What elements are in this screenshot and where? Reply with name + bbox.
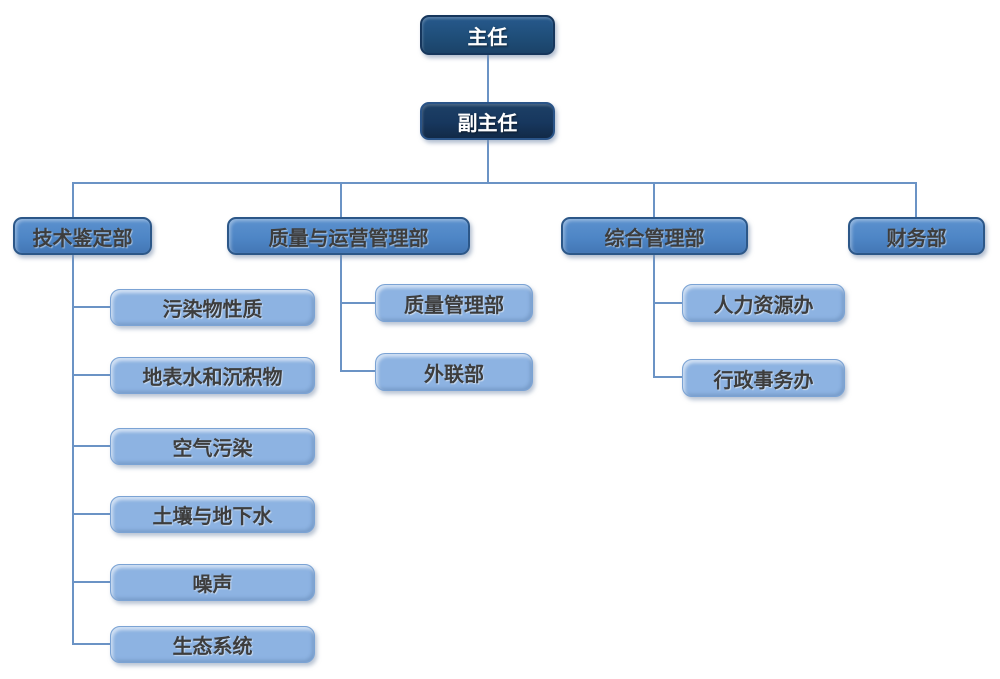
connector-drop-technical-appraisal: [72, 182, 74, 217]
node-deputy-director: 副主任: [420, 102, 555, 140]
connector-stub-noise: [72, 581, 110, 583]
connector-drop-quality-operations: [340, 182, 342, 217]
connector-stub-quality-management: [340, 302, 375, 304]
node-sub-external-relations: 外联部: [375, 353, 533, 391]
connector-deputy-bus: [487, 140, 489, 183]
node-dept-finance: 财务部: [848, 217, 985, 255]
connector-stub-human-resources: [653, 302, 682, 304]
node-sub-pollutant-properties: 污染物性质: [110, 289, 315, 326]
node-sub-ecosystem: 生态系统: [110, 626, 315, 663]
connector-director-deputy: [487, 55, 489, 102]
node-director: 主任: [420, 15, 555, 55]
connector-main-bus: [72, 182, 917, 184]
connector-drop-general-management: [653, 182, 655, 217]
node-sub-surface-water-sediment: 地表水和沉积物: [110, 357, 315, 394]
connector-stub-pollutant-properties: [72, 306, 110, 308]
connector-spine-quality-operations: [340, 255, 342, 372]
connector-drop-finance: [915, 182, 917, 217]
connector-stub-administrative-affairs: [653, 376, 682, 378]
connector-stub-soil-groundwater: [72, 513, 110, 515]
node-dept-quality-operations: 质量与运营管理部: [227, 217, 470, 255]
node-sub-soil-groundwater: 土壤与地下水: [110, 496, 315, 533]
connector-stub-surface-water-sediment: [72, 374, 110, 376]
node-sub-noise: 噪声: [110, 564, 315, 601]
connector-stub-air-pollution: [72, 445, 110, 447]
node-sub-quality-management: 质量管理部: [375, 284, 533, 322]
node-dept-technical-appraisal: 技术鉴定部: [13, 217, 152, 255]
connector-spine-general-management: [653, 255, 655, 378]
connector-stub-external-relations: [340, 370, 375, 372]
connector-stub-ecosystem: [72, 643, 110, 645]
node-sub-air-pollution: 空气污染: [110, 428, 315, 465]
node-sub-human-resources: 人力资源办: [682, 284, 845, 322]
node-sub-administrative-affairs: 行政事务办: [682, 359, 845, 397]
connector-spine-technical-appraisal: [72, 255, 74, 645]
node-dept-general-management: 综合管理部: [561, 217, 748, 255]
